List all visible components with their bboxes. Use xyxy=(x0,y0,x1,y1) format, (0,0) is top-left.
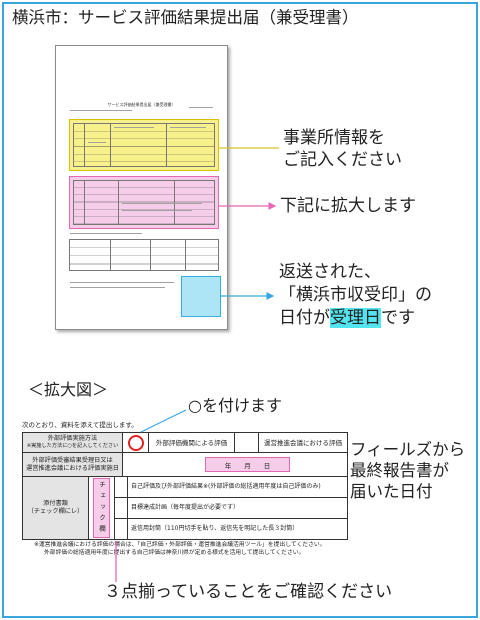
thumbnail-table-column-line xyxy=(84,124,85,166)
date-field-highlight[interactable]: 年 月 日 xyxy=(205,457,290,472)
thumbnail-table-column-line xyxy=(150,240,151,270)
thumbnail-text-line xyxy=(88,142,106,144)
attachment-item-self-evaluation: 自己評価及び外部評価結果※(外部評価の総括適用年度は自己評価のみ) xyxy=(127,476,348,498)
thumbnail-evaluation-table xyxy=(73,180,215,225)
attachments-label-note: （チェック欄にレ） xyxy=(27,508,84,515)
zoom-intro-text: 次のとおり、資料を添えて提出します。 xyxy=(22,421,138,429)
zoom-note-2: 外部評価の総括適用年度に提出する自己評価は神奈川県が定める様式を活用して提出して… xyxy=(44,550,305,556)
thumbnail-form-title: サービス評価結果提出届（兼受理書） xyxy=(107,102,176,107)
attachment-item-goal-plan: 目標達成計画（毎年度提出が必要です） xyxy=(127,497,348,519)
thumbnail-office-info-table xyxy=(73,123,215,167)
zoom-note-1: ※運営推進会議における評価の場合は、「自己評価・外部評価・運営推進会議活用ツール… xyxy=(34,542,326,548)
method-selection-cell[interactable] xyxy=(122,432,149,453)
callout-stamp-line3-pre: 日付が xyxy=(279,308,330,328)
callout-stamp-line2: 「横浜市収受印」の xyxy=(279,285,432,305)
thumbnail-table-column-line xyxy=(185,240,186,270)
checkbox-goal-plan[interactable] xyxy=(114,497,128,519)
page-title: 横浜市：サービス評価結果提出届（兼受理書） xyxy=(12,8,359,27)
zoom-form-table: 外部評価実施方法 ※実施した方法に○を記入してください 外部評価機関による評価 … xyxy=(22,432,348,540)
thumbnail-office-info-highlight xyxy=(69,119,219,171)
callout-enlarge: 下記に拡大します xyxy=(280,196,416,216)
date-label-line2: 運営推進会議における評価実施日 xyxy=(26,464,119,472)
thumbnail-text-line xyxy=(170,127,206,129)
attachment-item-return-envelope: 返信用封筒（110円切手を貼り、返信先を明記した長３封筒） xyxy=(127,518,348,540)
callout-stamp-line3: 日付が受理日です xyxy=(279,307,432,330)
thumbnail-receipt-table xyxy=(69,239,219,271)
callout-final-report-date: フィールズから 最終報告書が 届いた日付 xyxy=(350,439,465,502)
thumbnail-text-line xyxy=(70,110,132,112)
checkbox-self-evaluation[interactable] xyxy=(114,476,128,498)
callout-receipt-stamp: 返送された、 「横浜市収受印」の 日付が受理日です xyxy=(279,261,432,330)
thumbnail-table-column-line xyxy=(174,181,175,224)
thumbnail-text-line xyxy=(70,287,165,289)
checkbox-return-envelope[interactable] xyxy=(114,518,128,540)
callout-circle: ○を付けます xyxy=(188,396,282,415)
thumbnail-text-line xyxy=(114,127,154,129)
thumbnail-text-line xyxy=(122,203,202,205)
thumbnail-text-line xyxy=(189,107,213,109)
thumbnail-enlarged-area-highlight xyxy=(69,176,219,229)
thumbnail-text-line xyxy=(70,233,142,235)
callout-check-three-items: ３点揃っていることをご確認ください xyxy=(104,582,393,602)
callout-office-info-line1: 事業所情報を xyxy=(283,128,385,148)
receipt-date-highlight: 受理日 xyxy=(330,308,381,328)
thumbnail-table-column-line xyxy=(110,240,111,270)
method-label-cell: 外部評価実施方法 ※実施した方法に○を記入してください xyxy=(22,432,123,453)
thumbnail-table-column-line xyxy=(110,124,111,166)
callout-fields-line2: 最終報告書が xyxy=(350,461,449,480)
red-circle-mark xyxy=(127,434,144,451)
thumbnail-table-column-line xyxy=(118,181,119,224)
thumbnail-table-column-line xyxy=(84,181,85,224)
callout-stamp-line3-post: です xyxy=(381,308,415,328)
zoom-heading: ＜拡大図＞ xyxy=(28,380,109,399)
method-option-council: 運営推進会議における評価 xyxy=(258,432,348,453)
callout-office-info: 事業所情報を ご記入ください xyxy=(283,127,402,171)
check-column-label: チェック欄 xyxy=(97,480,106,536)
method-note: ※実施した方法に○を記入してください xyxy=(26,443,119,449)
attachments-label-cell: 添付書類 （チェック欄にレ） xyxy=(22,476,89,540)
method-selection-cell-2[interactable] xyxy=(234,432,259,453)
check-column-highlight xyxy=(93,478,110,538)
method-label: 外部評価実施方法 xyxy=(47,435,98,442)
attachments-label: 添付書類 xyxy=(43,500,68,507)
callout-stamp-line1: 返送された、 xyxy=(279,262,381,282)
date-label-line1: 外部評価受審結果受理日又は xyxy=(32,456,113,464)
thumbnail-receipt-stamp-highlight xyxy=(181,276,221,317)
callout-fields-line1: フィールズから xyxy=(350,440,466,459)
form-thumbnail: サービス評価結果提出届（兼受理書） xyxy=(55,45,228,330)
thumbnail-text-line xyxy=(70,282,174,284)
thumbnail-text-line xyxy=(122,210,192,212)
callout-office-info-line2: ご記入ください xyxy=(283,150,402,170)
method-option-external: 外部評価機関による評価 xyxy=(148,432,235,453)
date-label-cell: 外部評価受審結果受理日又は 運営推進会議における評価実施日 xyxy=(22,452,123,477)
callout-fields-line3: 届いた日付 xyxy=(350,482,433,501)
thumbnail-table-column-line xyxy=(166,124,167,166)
check-column-label-wrap: チェック欄 xyxy=(88,476,115,540)
